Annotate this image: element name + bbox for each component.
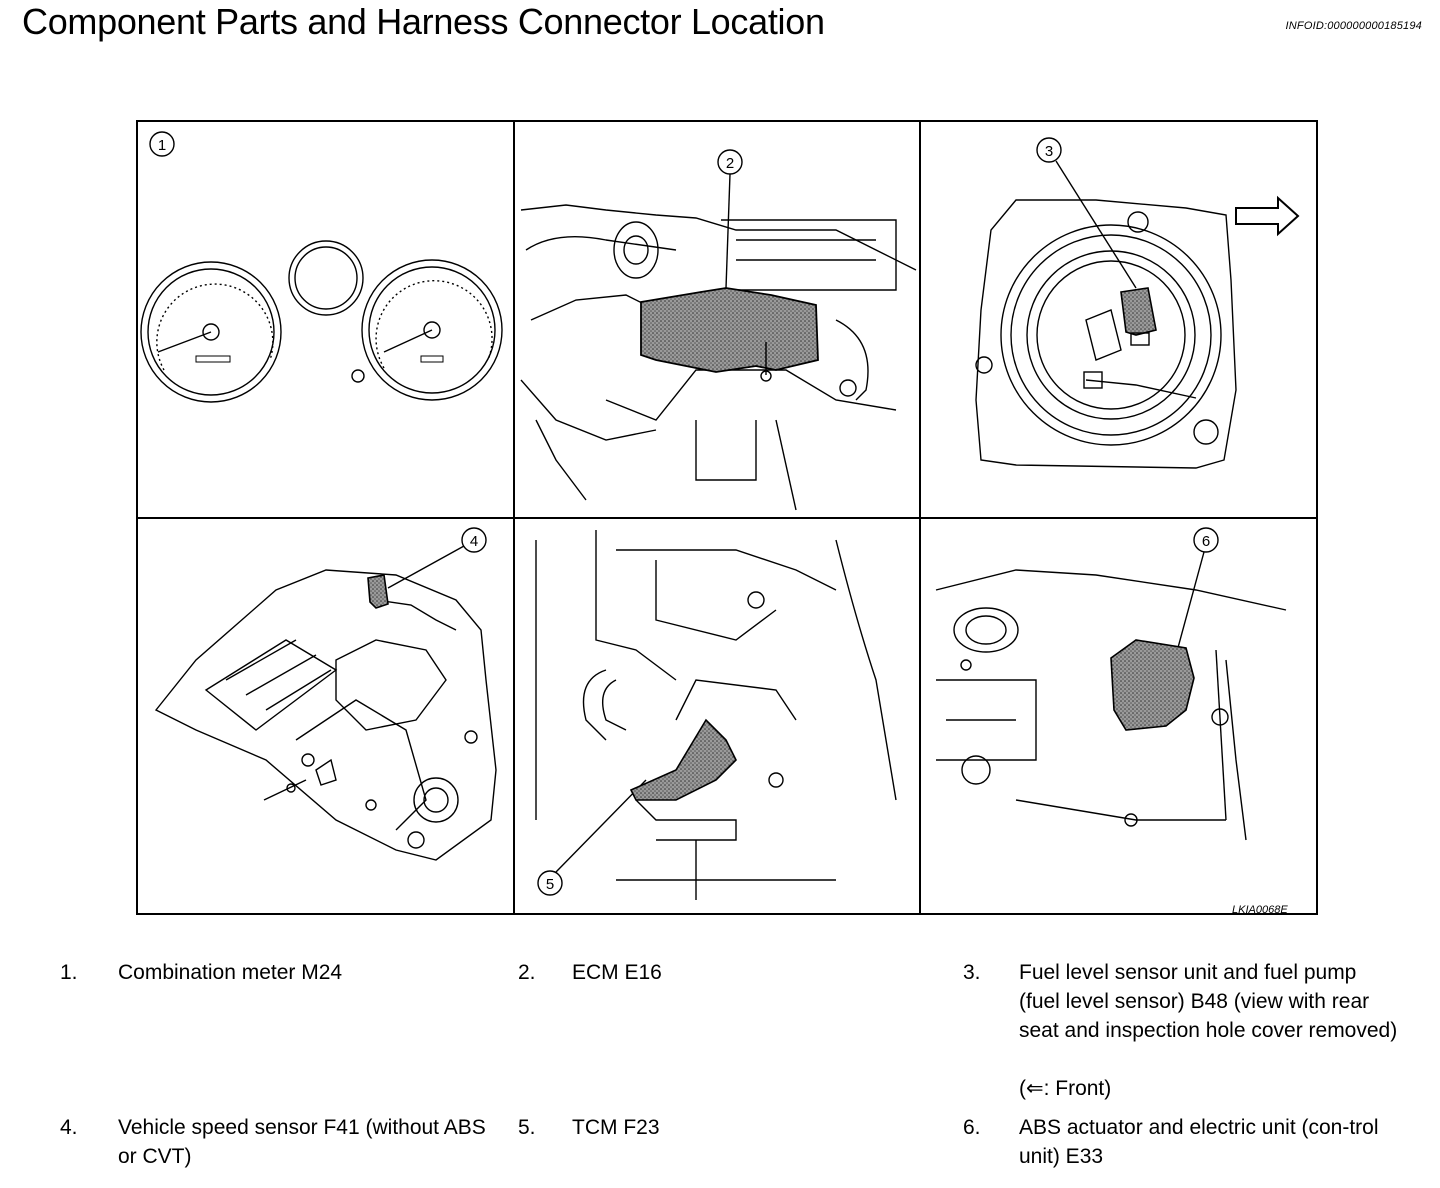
callout-3: 3: [1045, 143, 1053, 160]
front-arrow-icon: [1235, 195, 1300, 237]
legend-text: ABS actuator and electric unit (con-trol…: [1019, 1116, 1379, 1168]
panel-abs-actuator: 6: [935, 527, 1287, 841]
tcm-highlight: [629, 718, 737, 801]
component-location-figure: 1 2: [136, 120, 1318, 915]
page-title: Component Parts and Harness Connector Lo…: [22, 1, 825, 42]
panel-fuel-sensor: 3: [975, 137, 1300, 469]
legend-num: 3.: [963, 961, 981, 984]
callout-5-circle: [537, 870, 563, 896]
legend-text: ECM E16: [572, 961, 662, 984]
legend-text: TCM F23: [572, 1116, 660, 1139]
legend-num: 2.: [518, 961, 536, 984]
callout-2: 2: [726, 155, 734, 172]
callout-5: 5: [546, 876, 554, 893]
legend-text: Combination meter M24: [118, 961, 343, 984]
panel-combination-meter: 1: [140, 131, 503, 403]
callout-1: 1: [158, 137, 166, 154]
callout-3-circle: [1036, 137, 1062, 163]
panel-vehicle-speed-sensor: 4: [154, 527, 497, 861]
legend-num: 6.: [963, 1116, 981, 1139]
callout-1-circle: [149, 131, 175, 157]
ecm-highlight: [640, 287, 819, 373]
legend-num: 4.: [60, 1116, 78, 1139]
legend-num: 5.: [518, 1116, 536, 1139]
panel-ecm: 2: [520, 149, 917, 511]
callout-6-circle: [1193, 527, 1219, 553]
vehicle-speed-sensor-highlight: [367, 574, 389, 609]
legend: 1. Combination meter M24 2. ECM E16 3. F…: [0, 958, 1440, 1188]
legend-text: Vehicle speed sensor F41 (without ABS or…: [118, 1116, 486, 1168]
legend-note: (⇐: Front): [1019, 1077, 1112, 1100]
figure-code: LKIA0068E: [1232, 904, 1288, 916]
legend-num: 1.: [60, 961, 78, 984]
abs-actuator-highlight: [1110, 639, 1195, 731]
info-id: INFOID:000000000185194: [1285, 20, 1422, 32]
callout-4: 4: [470, 533, 478, 550]
callout-6: 6: [1202, 533, 1210, 550]
callout-4-circle: [461, 527, 487, 553]
legend-text: Fuel level sensor unit and fuel pump (fu…: [1019, 961, 1398, 1042]
panel-tcm: 5: [535, 530, 897, 900]
